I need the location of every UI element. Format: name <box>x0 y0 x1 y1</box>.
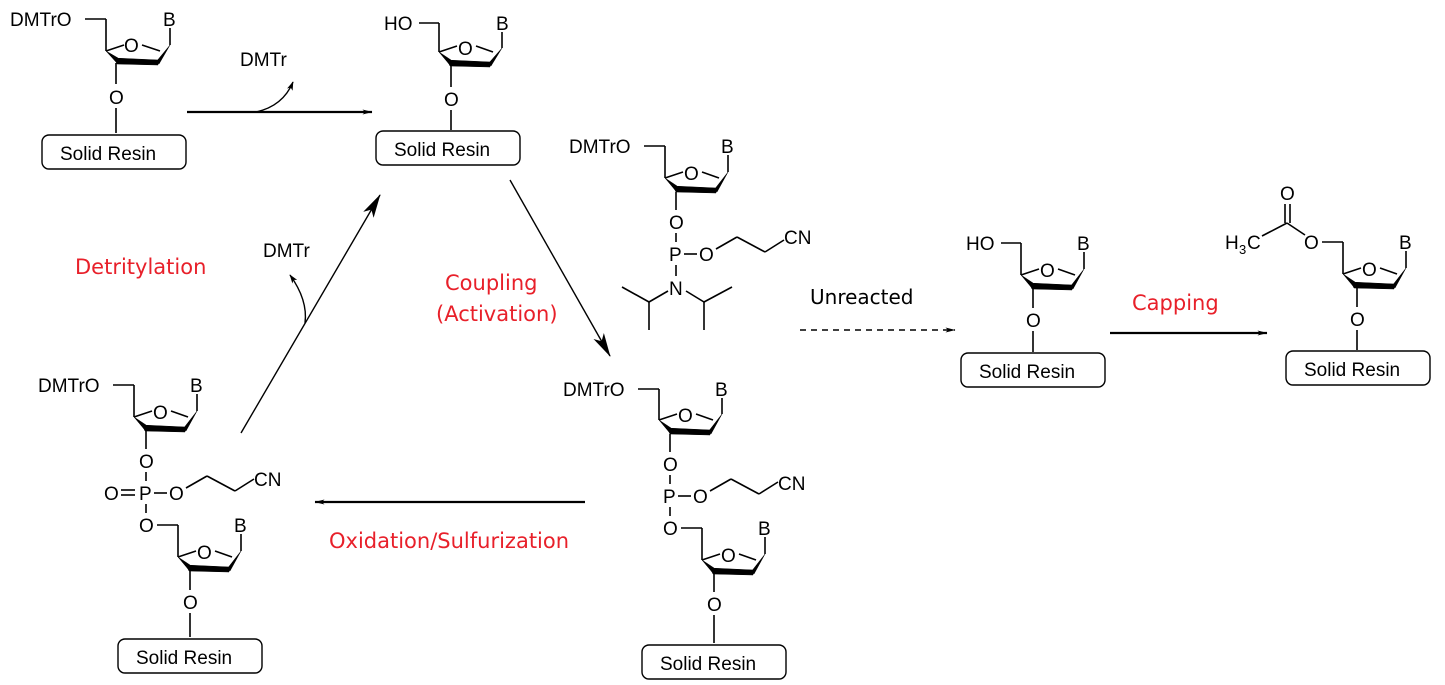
base-label: B <box>234 516 247 537</box>
phosphoramidite: DMTrO O B O P O CN N <box>569 137 811 330</box>
methyl-h: H <box>1225 233 1239 254</box>
cn-label: CN <box>778 474 805 495</box>
coupling-arrow: Coupling (Activation) <box>436 179 611 357</box>
base-label: B <box>190 376 203 397</box>
ring-oxygen: O <box>1362 260 1377 281</box>
oxygen-label: O <box>663 455 678 476</box>
ring-oxygen: O <box>124 36 139 57</box>
phosphate-triester: DMTrO O B O O P O CN O O B <box>38 376 281 674</box>
dmtro-label: DMTrO <box>569 137 631 158</box>
capping-label: Capping <box>1132 291 1219 315</box>
start-nucleoside: DMTrO O B O Solid Resin <box>10 10 187 170</box>
detritylation-arrow: DMTr Detritylation <box>75 194 381 434</box>
unreacted-nucleoside: HO O B O Solid Resin <box>960 234 1106 388</box>
base-label: B <box>496 14 509 35</box>
phosphorus-label: P <box>663 487 676 508</box>
solid-resin-label: Solid Resin <box>394 140 490 161</box>
phosphorus-label: P <box>669 245 682 266</box>
base-label: B <box>758 519 771 540</box>
ester-oxygen: O <box>1304 233 1319 254</box>
base-label: B <box>163 10 176 31</box>
solid-resin-label: Solid Resin <box>660 654 756 675</box>
base-label: B <box>721 137 734 158</box>
base-label: B <box>1077 234 1090 255</box>
oxygen-label: O <box>109 88 124 109</box>
oxidation-arrow: Oxidation/Sulfurization <box>314 499 585 553</box>
ring-oxygen: O <box>197 543 212 564</box>
phosphorus-label: P <box>139 484 152 505</box>
solid-resin-label: Solid Resin <box>136 648 232 669</box>
oxygen-label: O <box>139 452 154 473</box>
dmtr-byproduct-left: DMTr <box>263 241 310 262</box>
solid-resin-label: Solid Resin <box>60 144 156 165</box>
unreacted-arrow: Unreacted <box>800 285 956 333</box>
dmtro-label: DMTrO <box>563 380 625 401</box>
base-label: B <box>1399 233 1412 254</box>
solid-resin-box <box>960 352 1106 388</box>
solid-resin-box <box>641 644 787 680</box>
methyl-subscript: 3 <box>1239 242 1246 257</box>
detritylation-top-arrow: DMTr <box>187 50 373 115</box>
activation-label: (Activation) <box>436 302 558 326</box>
methyl-c: C <box>1247 233 1261 254</box>
oxygen-label: O <box>699 245 714 266</box>
ring-oxygen: O <box>721 546 736 567</box>
deprotected-nucleoside: HO O B O Solid Resin <box>375 14 521 166</box>
capped-nucleoside: O H 3 C O O B O Solid Resin <box>1225 184 1431 386</box>
oxygen-label: O <box>139 516 154 537</box>
dmtro-label: DMTrO <box>38 376 100 397</box>
ring-oxygen: O <box>153 403 168 424</box>
oxygen-label: O <box>707 595 722 616</box>
ring-oxygen: O <box>458 39 473 60</box>
oxygen-label: O <box>1350 310 1365 331</box>
dmtro-label: DMTrO <box>10 10 72 31</box>
oxygen-label: O <box>693 487 708 508</box>
ho-label: HO <box>966 234 995 255</box>
unreacted-label: Unreacted <box>810 285 914 309</box>
ring-oxygen: O <box>1040 261 1055 282</box>
ring-oxygen: O <box>684 164 699 185</box>
base-label: B <box>715 380 728 401</box>
oxygen-label: O <box>444 90 459 111</box>
oxygen-label: O <box>663 519 678 540</box>
ring-oxygen: O <box>678 406 693 427</box>
oxygen-label: O <box>1026 311 1041 332</box>
solid-resin-label: Solid Resin <box>979 362 1075 383</box>
dmtr-byproduct-top: DMTr <box>240 50 287 71</box>
coupling-label: Coupling <box>445 271 537 295</box>
solid-resin-box <box>375 130 521 166</box>
phosphite-triester: DMTrO O B O P O CN O O B O <box>563 380 805 680</box>
carbonyl-oxygen: O <box>1280 184 1295 205</box>
ho-label: HO <box>384 14 413 35</box>
capping-arrow: Capping <box>1110 291 1268 336</box>
cn-label: CN <box>784 228 811 249</box>
solid-resin-label: Solid Resin <box>1304 360 1400 381</box>
oxygen-label: O <box>169 484 184 505</box>
solid-resin-box <box>41 134 187 170</box>
nitrogen-label: N <box>669 279 683 300</box>
detritylation-label: Detritylation <box>75 255 206 279</box>
solid-resin-box <box>117 638 263 674</box>
oxygen-label: O <box>669 213 684 234</box>
oxidation-label: Oxidation/Sulfurization <box>329 529 569 553</box>
solid-resin-box <box>1285 350 1431 386</box>
phosphoryl-oxygen: O <box>104 484 119 505</box>
oxygen-label: O <box>183 593 198 614</box>
cn-label: CN <box>254 470 281 491</box>
